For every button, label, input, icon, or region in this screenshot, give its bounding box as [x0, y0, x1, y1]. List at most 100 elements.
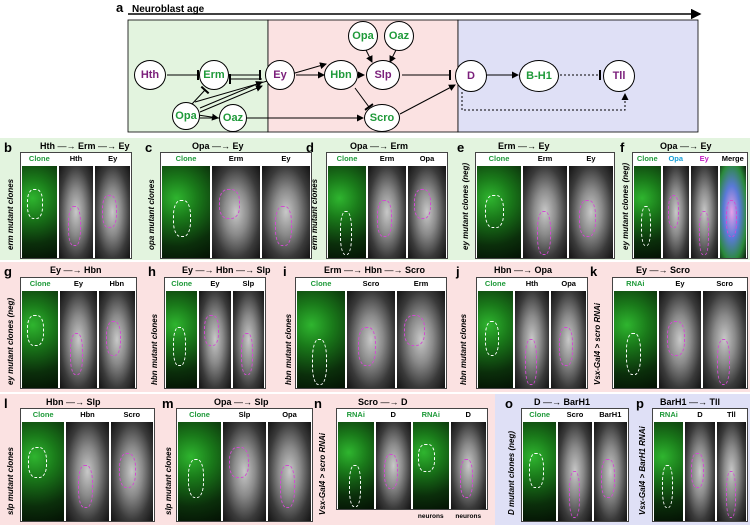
node-opa: Opa	[172, 102, 200, 130]
panel-title-gene: Tll	[709, 397, 721, 407]
edge-oaz-slp	[389, 49, 397, 63]
node-hbn: Hbn	[324, 60, 358, 90]
clone-outline	[460, 459, 474, 498]
clone-outline	[666, 321, 685, 357]
channel-header: Scro	[566, 410, 584, 419]
channel-header: Clone	[28, 154, 50, 163]
clone-outline	[349, 464, 361, 507]
panel-label-k: k	[590, 264, 598, 279]
panel-title-gene: Opa	[214, 397, 232, 407]
clone-outline	[101, 194, 117, 228]
regulation-arrow-icon: —→	[61, 265, 85, 275]
clone-outline	[716, 338, 731, 386]
panel-title-gene: BarH1	[563, 397, 591, 407]
panel-side-label-n: Vsx-Gal4 > scro RNAi	[318, 432, 327, 515]
micrograph-hth	[514, 291, 550, 388]
panel-label-d: d	[306, 140, 314, 155]
clone-outline	[667, 194, 680, 228]
panel-title-m: Opa —→ Slp	[214, 397, 269, 407]
channel-header: Opa	[282, 410, 297, 419]
regulation-arrow-icon: —→	[515, 141, 539, 151]
channel-header: Clone	[529, 410, 551, 419]
panel-side-label-i: hbn mutant clones	[284, 313, 293, 385]
clone-outline	[725, 470, 736, 519]
panel-label-o: o	[505, 396, 513, 411]
node-erm: Erm	[199, 60, 229, 90]
micrograph-scro	[110, 422, 153, 521]
channel-header: Merge	[721, 154, 744, 163]
micrograph-ey	[569, 166, 613, 258]
panel-title-gene: D	[534, 397, 541, 407]
channel-header: Erm	[379, 154, 395, 163]
clone-outline	[77, 464, 93, 509]
clone-outline	[404, 315, 426, 347]
panel-title-k: Ey —→ Scro	[636, 265, 690, 275]
clone-outline	[484, 321, 500, 357]
edge-hbn-scro	[354, 87, 374, 111]
panel-title-gene: Opa	[660, 141, 678, 151]
neuroblast-age-label: Neuroblast age	[132, 4, 205, 15]
micrograph-rnai	[614, 291, 657, 388]
micrograph-rnai	[338, 422, 374, 509]
micrograph-clone	[328, 166, 366, 258]
panel-title-gene: Hbn	[84, 265, 102, 275]
clone-outline	[376, 200, 392, 237]
panel-title-i: Erm —→ Hbn —→ Scro	[324, 265, 425, 275]
edge-d-loop	[461, 92, 629, 111]
panel-side-label-j: hbn mutant clones	[459, 313, 468, 385]
node-d: D	[455, 60, 487, 92]
regulation-arrow-icon: —→	[382, 265, 406, 275]
micrograph-ey	[199, 291, 231, 388]
clone-outline	[525, 338, 538, 386]
panel-title-g: Ey —→ Hbn	[50, 265, 102, 275]
channel-header: D	[390, 410, 396, 419]
channel-header: RNAi	[659, 410, 678, 419]
panel-title-p: BarH1 —→ Tll	[660, 397, 720, 407]
channel-header: Ey	[586, 154, 596, 163]
micrograph-d	[450, 422, 486, 509]
panel-title-gene: Ey	[118, 141, 130, 151]
clone-outline	[173, 326, 186, 366]
micrograph-erm	[368, 166, 406, 258]
clone-outline	[187, 458, 205, 499]
micrograph-hth	[58, 166, 94, 258]
panel-title-o: D —→ BarH1	[534, 397, 590, 407]
channel-header: Erm	[537, 154, 553, 163]
clone-outline	[661, 464, 673, 509]
channel-header: D	[697, 410, 703, 419]
panel-title-e: Erm —→ Ey	[498, 141, 550, 151]
panel-label-a: a	[116, 0, 124, 15]
panel-title-gene: Slp	[86, 397, 101, 407]
band-blue	[457, 19, 699, 133]
panel-title-l: Hbn —→ Slp	[46, 397, 101, 407]
panel-title-f: Opa —→ Ey	[660, 141, 712, 151]
edge-opa-erm	[191, 85, 210, 105]
channel-header: Ey	[675, 279, 685, 288]
micrograph-clone	[22, 291, 59, 388]
panel-side-label-f: ey mutant clones (neg)	[621, 162, 630, 250]
edge-scro-d	[399, 84, 456, 115]
panel-label-e: e	[457, 140, 465, 155]
clone-outline	[413, 189, 431, 219]
channel-header: Scro	[123, 410, 141, 419]
clone-outline	[68, 205, 81, 247]
micrograph-erm	[212, 166, 260, 258]
micrograph-d	[375, 422, 411, 509]
panel-label-g: g	[4, 264, 12, 279]
channel-header: RNAi	[346, 410, 365, 419]
clone-outline	[690, 452, 704, 489]
panel-side-label-d: erm mutant clones	[310, 178, 319, 250]
panel-label-f: f	[620, 140, 625, 155]
channel-header: Tll	[726, 410, 736, 419]
regulation-arrow-icon: —→	[686, 397, 710, 407]
micrograph-clone	[477, 166, 521, 258]
clone-outline	[229, 446, 249, 479]
clone-outline	[279, 464, 295, 509]
clone-outline	[418, 443, 435, 472]
micrograph-opa	[662, 166, 689, 258]
channel-header: Erm	[413, 279, 429, 288]
